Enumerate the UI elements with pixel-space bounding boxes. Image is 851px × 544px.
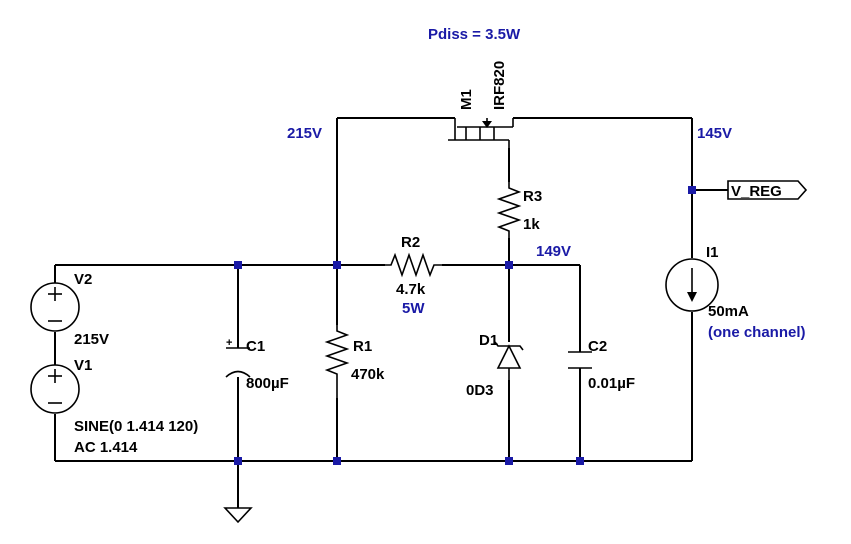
- junction-dot: [333, 457, 341, 465]
- net-label-text: V_REG: [731, 183, 782, 200]
- output-voltage-label: 145V: [697, 125, 732, 142]
- v1-value: SINE(0 1.414 120): [74, 418, 198, 435]
- junction-dot: [333, 261, 341, 269]
- c1-ref: C1: [246, 338, 265, 355]
- c2-capacitor-icon[interactable]: [568, 351, 592, 369]
- v1-ref: V1: [74, 357, 92, 374]
- d1-value: 0D3: [466, 382, 494, 399]
- r2-resistor-icon[interactable]: [385, 252, 442, 278]
- v1-source-icon[interactable]: [30, 364, 80, 414]
- i1-ref: I1: [706, 244, 719, 261]
- junction-dot: [576, 457, 584, 465]
- v2-ref: V2: [74, 271, 92, 288]
- r2-ref: R2: [401, 234, 420, 251]
- v2-source-icon[interactable]: [30, 282, 80, 332]
- junction-dot: [234, 261, 242, 269]
- junction-dot: [688, 186, 696, 194]
- c2-ref: C2: [588, 338, 607, 355]
- d1-ref: D1: [479, 332, 498, 349]
- c2-value: 0.01µF: [588, 375, 635, 392]
- pdiss-annotation: Pdiss = 3.5W: [428, 26, 521, 43]
- v2-value: 215V: [74, 331, 109, 348]
- junction-dot: [234, 457, 242, 465]
- ground-icon: [223, 507, 253, 524]
- wires: [54, 117, 728, 508]
- r1-resistor-icon[interactable]: [324, 325, 350, 398]
- d1-zener-icon[interactable]: [494, 341, 524, 380]
- i1-current-source-icon[interactable]: [665, 258, 719, 312]
- c1-capacitor-icon[interactable]: +: [225, 337, 251, 378]
- m1-ref: M1: [458, 89, 475, 110]
- junction-dot: [505, 457, 513, 465]
- c1-value: 800µF: [246, 375, 289, 392]
- i1-note: (one channel): [708, 324, 806, 341]
- r3-resistor-icon[interactable]: [496, 182, 522, 238]
- m1-value: IRF820: [491, 61, 508, 110]
- v1-ac: AC 1.414: [74, 439, 138, 456]
- svg-text:+: +: [226, 337, 232, 349]
- zener-voltage-label: 149V: [536, 243, 571, 260]
- r3-ref: R3: [523, 188, 542, 205]
- i1-value: 50mA: [708, 303, 749, 320]
- r2-power-label: 5W: [402, 300, 425, 317]
- r1-value: 470k: [351, 366, 385, 383]
- input-voltage-label: 215V: [287, 125, 322, 142]
- v-reg-net-label[interactable]: V_REG: [727, 180, 808, 200]
- r3-value: 1k: [523, 216, 540, 233]
- m1-mosfet-icon[interactable]: [448, 118, 514, 148]
- r2-value: 4.7k: [396, 281, 426, 298]
- junctions: [234, 186, 696, 465]
- r1-ref: R1: [353, 338, 372, 355]
- junction-dot: [505, 261, 513, 269]
